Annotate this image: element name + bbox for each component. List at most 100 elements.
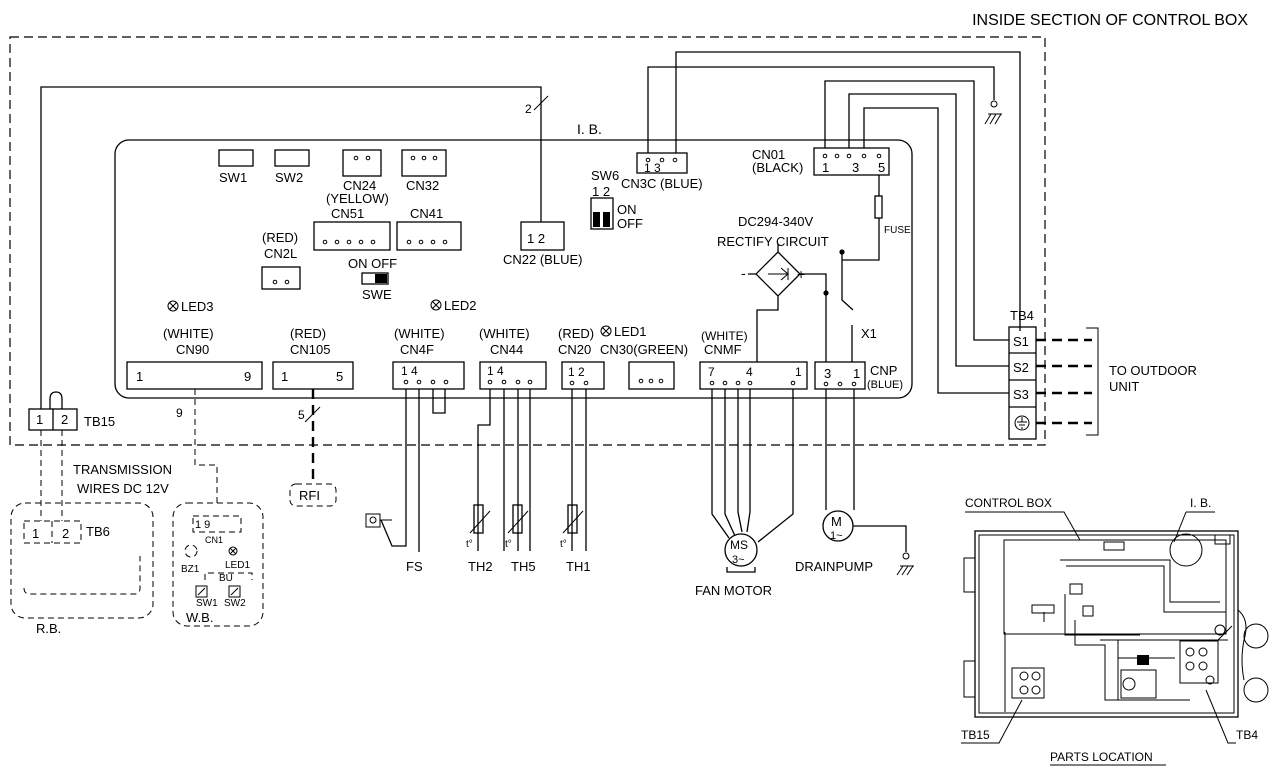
led1-label: LED1 (614, 324, 647, 339)
cn105-pin-5: 5 (336, 369, 343, 384)
cn44-connector (479, 361, 547, 390)
parts-tb15-label: TB15 (961, 728, 990, 742)
cnp-pin-3: 3 (824, 366, 831, 381)
parts-control-box-outline (974, 530, 1239, 718)
th1-temp-symbol: t° (560, 539, 567, 550)
parts-control-box-label: CONTROL BOX (965, 496, 1052, 510)
dc-voltage-label: DC294-340V (738, 214, 813, 229)
th5-thermistor-icon (507, 504, 529, 534)
cnmf-color: (WHITE) (701, 329, 748, 343)
th2-thermistor-icon (469, 504, 491, 534)
tb6-pin-1: 1 (32, 526, 39, 541)
wb-pins: 1 9 (195, 519, 210, 531)
sw2-switch (274, 149, 310, 167)
wb-led1-label: LED1 (225, 560, 250, 571)
led2-icon (430, 299, 442, 311)
diagram-title: INSIDE SECTION OF CONTROL BOX (972, 12, 1248, 29)
cnmf-pin-1: 1 (795, 365, 802, 379)
fs-label: FS (406, 559, 423, 574)
bz1-label: BZ1 (181, 564, 200, 575)
wire-cnp-drainpump (825, 389, 855, 510)
bz1-icon (184, 544, 198, 558)
wb-sw2-button (228, 585, 241, 598)
cn4f-pins: 1 4 (401, 364, 418, 378)
fan-motor-label: FAN MOTOR (695, 583, 772, 598)
ms-phase-label: 3~ (732, 554, 745, 566)
wire-cn20-th1 (571, 389, 587, 551)
transmission-label-1: TRANSMISSION (73, 462, 172, 477)
sw6-on: ON (617, 202, 637, 217)
drainpump-label: DRAINPUMP (795, 559, 873, 574)
cn41-label: CN41 (410, 206, 443, 221)
sw6-label: SW6 (591, 168, 619, 183)
wire-cn44-th5 (517, 389, 531, 551)
ground-icon-drainpump (896, 565, 914, 576)
cn90-connector (126, 361, 263, 390)
cn24-color: (YELLOW) (326, 191, 389, 206)
cn20-connector (561, 361, 605, 390)
cn41-connector (396, 221, 462, 251)
transmission-label-2: WIRES DC 12V (77, 481, 169, 496)
cn30-connector (628, 361, 675, 390)
th2-temp-symbol: t° (466, 539, 473, 550)
wb-led1-icon (228, 546, 238, 556)
rectify-circuit-label: RECTIFY CIRCUIT (717, 234, 829, 249)
led3-icon (167, 300, 179, 312)
sw1-label: SW1 (219, 170, 247, 185)
cn51-connector (313, 221, 391, 251)
wire-cn44-th2 (477, 389, 505, 551)
tb15-pin-1: 1 (36, 412, 43, 427)
cn30-label: CN30(GREEN) (600, 342, 688, 357)
cnmf-pin-7: 7 (708, 365, 715, 379)
cnp-connector (814, 361, 866, 390)
wire-cn01-s3 (863, 107, 1009, 394)
ib-label: I. B. (577, 121, 602, 137)
tb15-label: TB15 (84, 414, 115, 429)
wire-count-9: 9 (176, 406, 183, 420)
cn44-label: CN44 (490, 342, 523, 357)
wire-rectifier (756, 244, 779, 362)
wire-count-slash-2 (533, 95, 549, 111)
swe-label: SWE (362, 287, 392, 302)
parts-board-outline (1003, 539, 1227, 635)
cn20-label: CN20 (558, 342, 591, 357)
parts-location-title: PARTS LOCATION (1050, 750, 1153, 764)
cn20-pins: 1 2 (568, 365, 585, 379)
earth-terminal-icon (1014, 415, 1030, 431)
cnmf-connector (699, 361, 808, 390)
parts-ib-leader (1173, 511, 1215, 543)
parts-tb15-leader (961, 699, 1023, 744)
parts-tb4-label: TB4 (1236, 728, 1258, 742)
cn32-connector (401, 149, 447, 177)
sw1-switch (218, 149, 254, 167)
cn4f-color: (WHITE) (394, 326, 445, 341)
parts-control-box-leader (965, 511, 1081, 541)
transmission-wires (40, 430, 63, 521)
rectifier-minus: - (741, 265, 746, 281)
tb6-label: TB6 (86, 524, 110, 539)
float-switch-icon (365, 513, 381, 528)
cn2l-connector (261, 266, 301, 290)
wire-drainpump-ground (853, 525, 907, 552)
wire-cn3c-s1 (675, 51, 1021, 331)
rb-outline (10, 502, 154, 619)
wire-cn90-wb (194, 389, 218, 503)
cn51-label: CN51 (331, 206, 364, 221)
wire-cnmf-fan-motor (711, 389, 751, 539)
cn90-color: (WHITE) (163, 326, 214, 341)
cn90-label: CN90 (176, 342, 209, 357)
wire-tb15-crossover (49, 391, 63, 409)
cn01-color: (BLACK) (752, 160, 803, 175)
wire-count-slash-5 (304, 406, 321, 423)
led2-label: LED2 (444, 298, 477, 313)
cnp-pin-1: 1 (853, 366, 860, 381)
wb-outline (172, 502, 264, 627)
cn01-connector (813, 147, 890, 176)
parts-tb4-leader (1205, 689, 1236, 744)
cnmf-label: CNMF (704, 342, 742, 357)
indoor-board-outline (114, 139, 913, 399)
cn3c-label: CN3C (BLUE) (621, 176, 703, 191)
wire-tb15-cn22 (40, 86, 542, 409)
cn01-label: CN01 (752, 147, 785, 162)
cnmf-pin-4: 4 (746, 365, 753, 379)
